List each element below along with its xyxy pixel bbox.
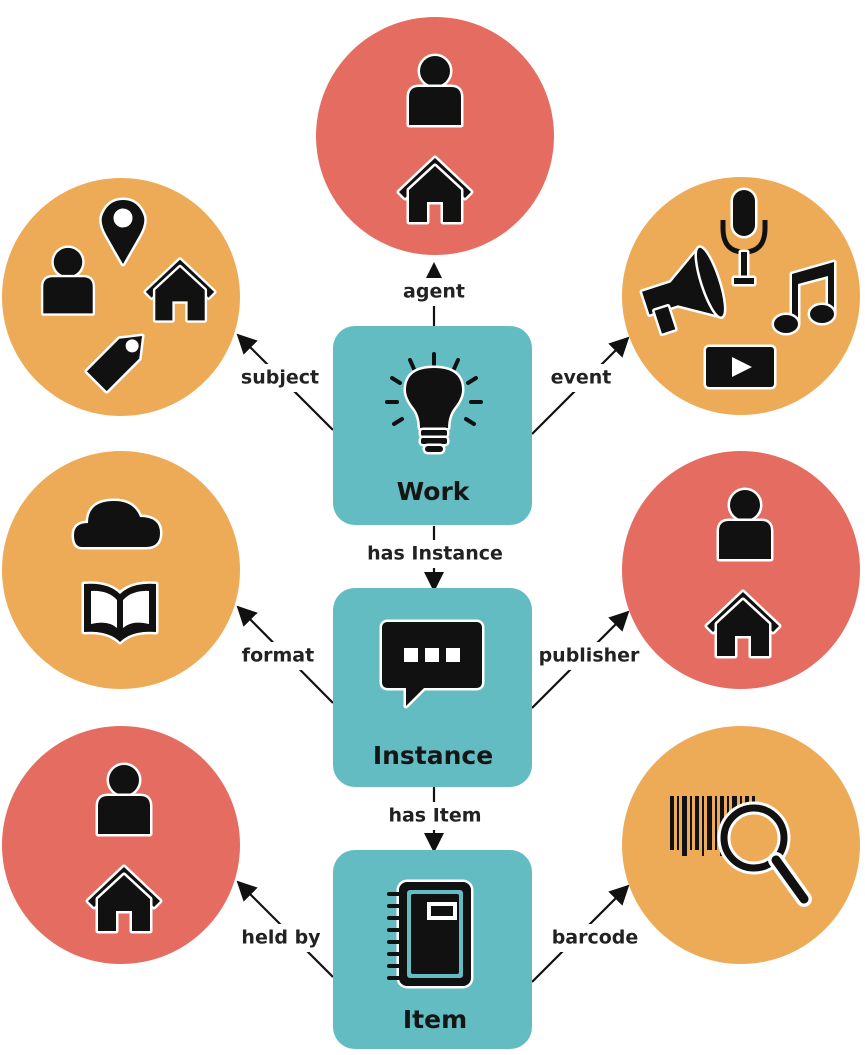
cloud-icon (71, 498, 163, 550)
edge-labels: agent subject event has Instance format … (241, 281, 640, 949)
edge-label-agent: agent (403, 281, 465, 303)
item-node: Item (333, 850, 532, 1049)
edge-label-held-by: held by (241, 927, 321, 949)
agent-circle (316, 17, 554, 255)
barcode-circle (622, 726, 860, 964)
held-by-circle (2, 726, 240, 964)
edge-label-barcode: barcode (552, 927, 639, 949)
instance-node: Instance (333, 588, 532, 787)
edge-label-publisher: publisher (539, 645, 640, 667)
instance-label: Instance (373, 741, 493, 770)
edge-label-format: format (242, 645, 314, 667)
lightbulb-icon (385, 352, 483, 455)
megaphone-icon (639, 245, 727, 337)
open-book-icon (81, 581, 159, 645)
subject-circle (2, 178, 240, 416)
edge-label-has-instance: has Instance (367, 543, 503, 565)
work-node: Work (333, 326, 532, 525)
microphone-icon (720, 187, 768, 287)
item-label: Item (403, 1005, 467, 1034)
edge-label-event: event (551, 367, 612, 389)
format-circle (2, 451, 240, 689)
work-label: Work (397, 477, 471, 506)
speech-bubble-icon (379, 619, 485, 709)
edge-label-subject: subject (241, 367, 319, 389)
notebook-icon (387, 879, 474, 989)
tag-icon (84, 333, 145, 394)
event-circle (622, 177, 860, 415)
music-note-icon (771, 259, 837, 336)
video-play-icon (703, 344, 777, 390)
location-pin-icon (99, 197, 147, 267)
publisher-circle (622, 451, 860, 689)
magnifier-icon (717, 801, 812, 907)
edge-label-has-item: has Item (388, 805, 481, 827)
